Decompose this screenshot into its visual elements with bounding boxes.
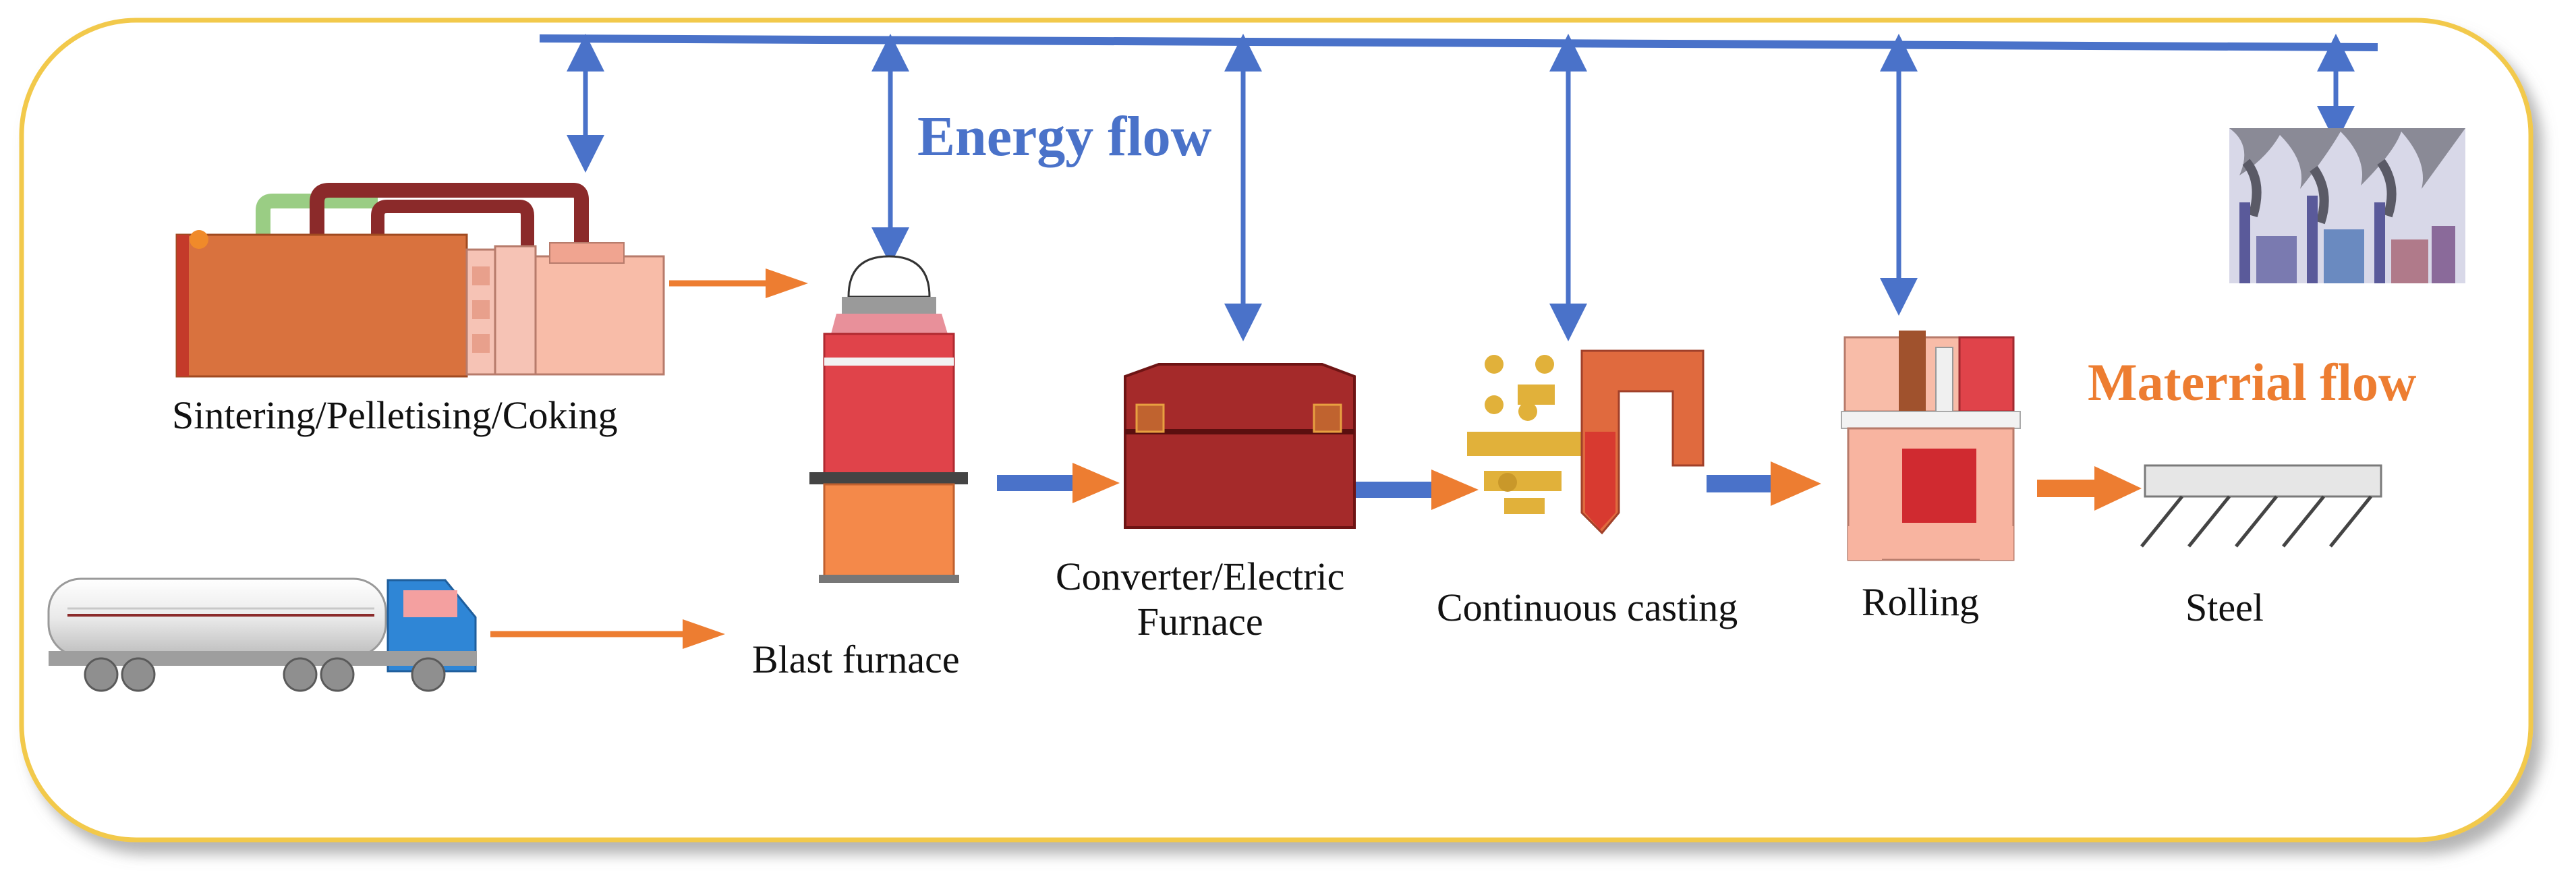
rolling-label: Rolling <box>1862 580 1980 624</box>
energy-bus-line <box>539 34 2378 51</box>
converter-label-line1: Converter/Electric <box>1056 555 1345 598</box>
material-flow-label: Materrial flow <box>2088 353 2417 411</box>
steel-label: Steel <box>2185 586 2264 629</box>
blast-furnace-label: Blast furnace <box>752 637 960 681</box>
blast-furnace-icon <box>809 255 968 583</box>
converter-label: Converter/Electric Furnace <box>1056 555 1344 644</box>
converter-icon <box>1124 363 1356 529</box>
energy-flow-label: Energy flow <box>917 105 1212 168</box>
factory-emissions-icon <box>2229 128 2465 283</box>
sintering-label: Sintering/Pelletising/Coking <box>172 393 618 437</box>
continuous-casting-label: Continuous casting <box>1437 586 1738 629</box>
continuous-caster-icon <box>1467 349 1705 535</box>
truck-icon <box>47 577 477 692</box>
converter-label-line2: Furnace <box>1137 599 1263 644</box>
steel-product-icon <box>2140 464 2382 548</box>
material-flow-arrows <box>490 268 2142 649</box>
energy-flow-lines <box>539 33 2378 341</box>
sintering-plant-icon <box>175 183 665 378</box>
rolling-mill-icon <box>1841 331 2021 561</box>
